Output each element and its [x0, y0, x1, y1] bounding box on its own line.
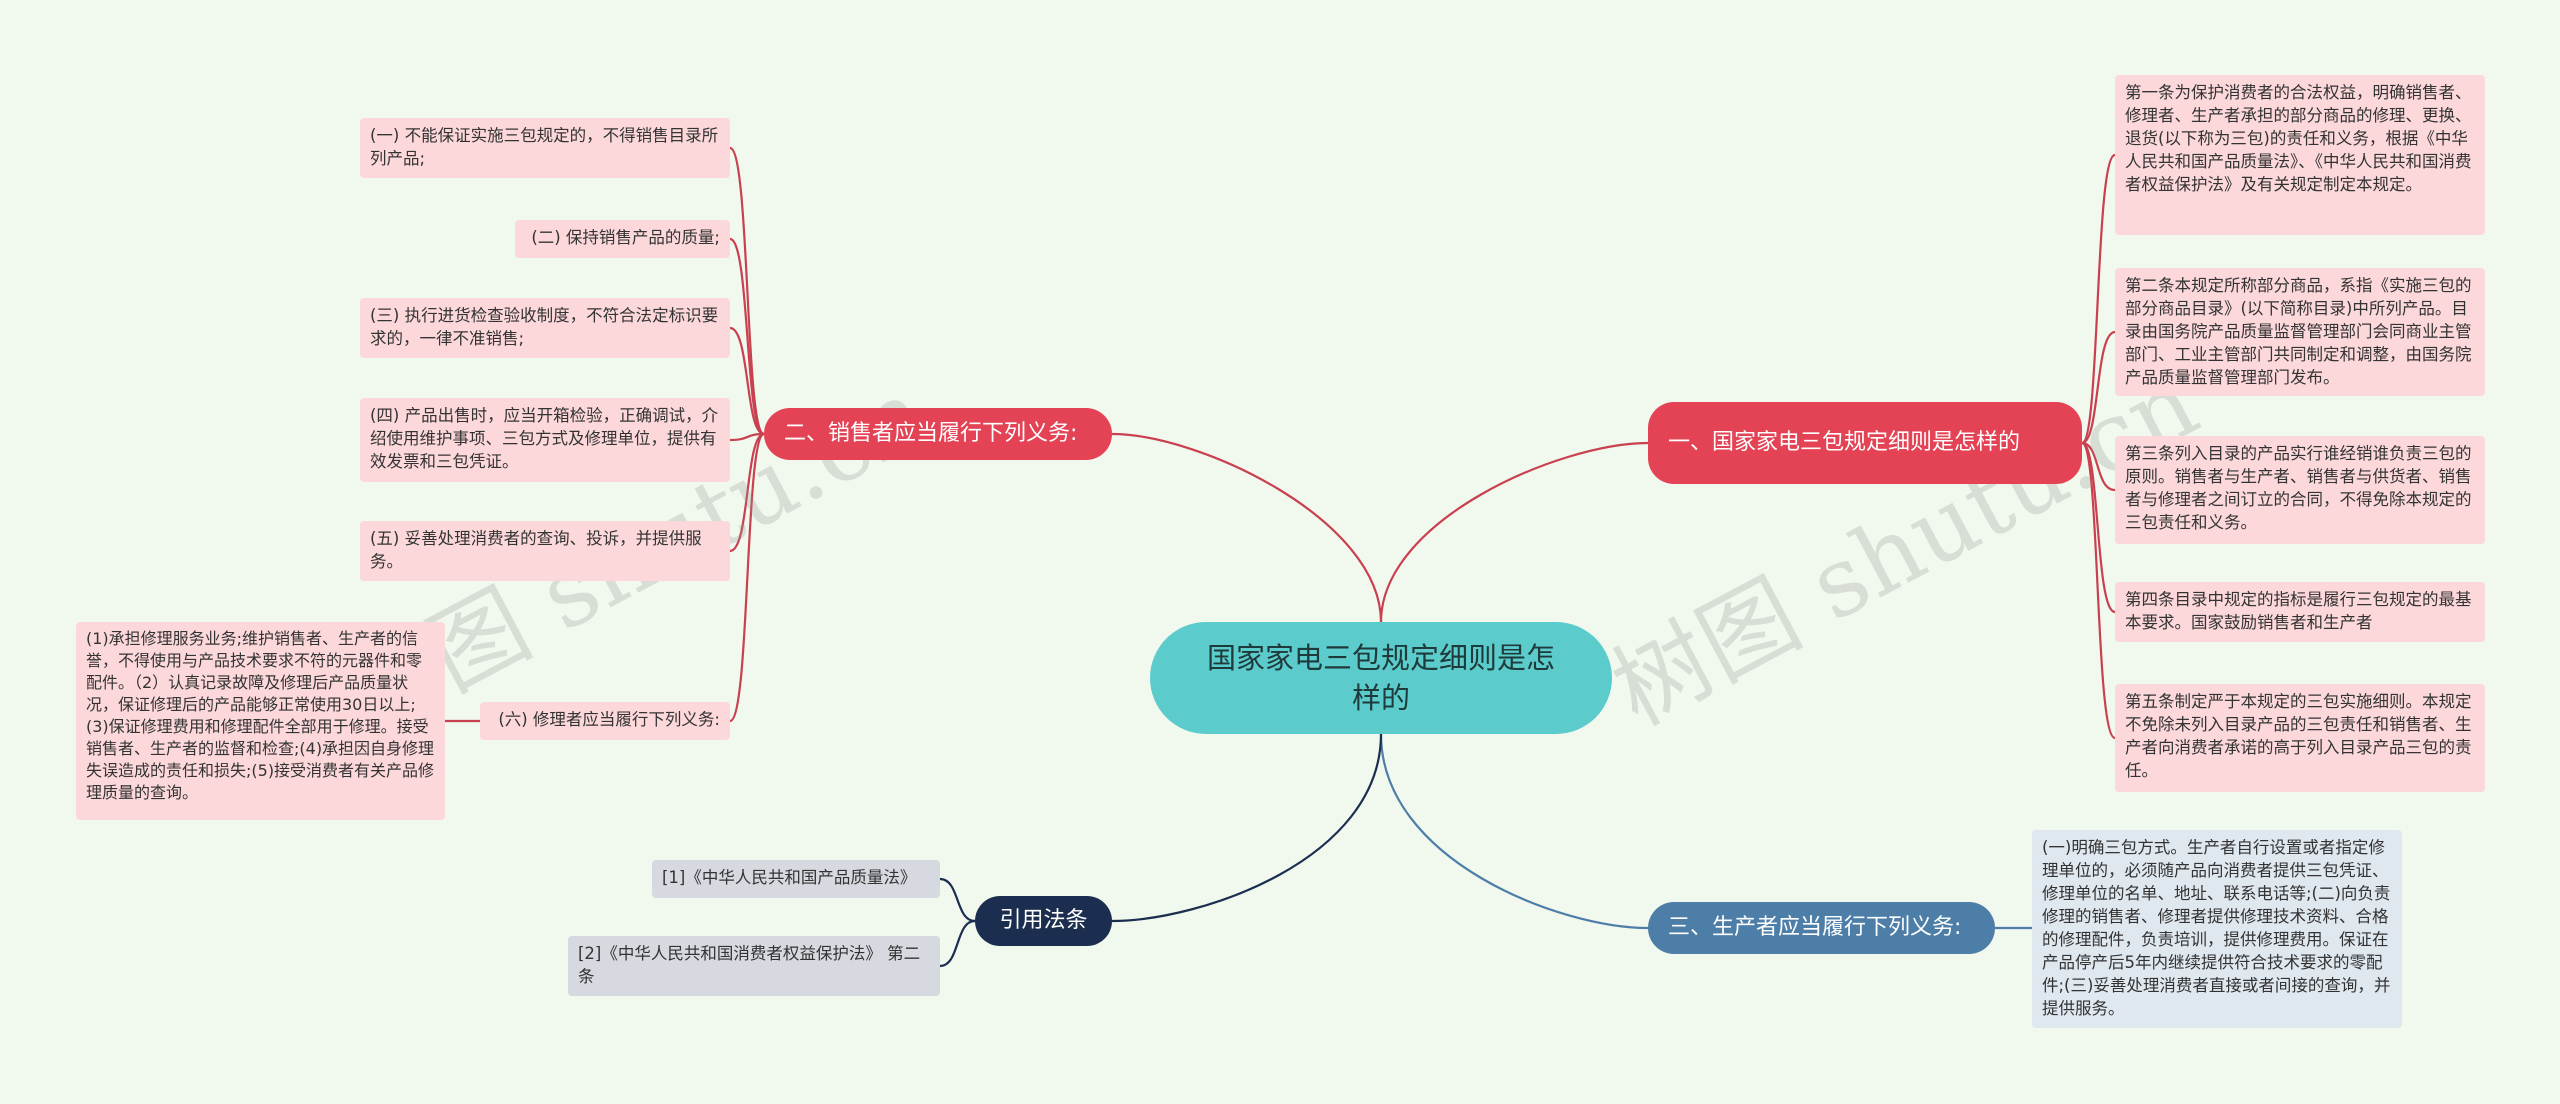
link-b4-leaf2	[939, 919, 976, 968]
link-b4-leaf1	[939, 877, 976, 923]
branch-1-item-5[interactable]: 第五条制定严于本规定的三包实施细则。本规定不免除未列入目录产品的三包责任和销售者…	[2115, 684, 2485, 792]
branch-1-topic[interactable]: 一、国家家电三包规定细则是怎样的	[1648, 402, 2082, 484]
branch-2-item-3[interactable]: (三) 执行进货检查验收制度，不符合法定标识要求的，一律不准销售;	[360, 298, 730, 358]
link-center-branch2	[1111, 432, 1383, 623]
link-b2-leaf4	[729, 432, 765, 442]
link-center-branch1	[1379, 441, 1649, 623]
branch-2-topic[interactable]: 二、销售者应当履行下列义务:	[764, 408, 1112, 460]
link-center-branch3	[1379, 733, 1649, 930]
link-b2-leaf3	[729, 326, 765, 436]
link-b1-leaf2	[2081, 330, 2116, 445]
link-b1-leaf1	[2080, 153, 2117, 445]
link-center-branch4	[1111, 733, 1383, 923]
law-reference-1[interactable]: [1]《中华人民共和国产品质量法》	[652, 860, 940, 898]
branch-2-item-1[interactable]: (一) 不能保证实施三包规定的，不得销售目录所列产品;	[360, 118, 730, 178]
branch-3-item-1[interactable]: (一)明确三包方式。生产者自行设置或者指定修理单位的，必须随产品向消费者提供三包…	[2032, 830, 2402, 1028]
link-b1-leaf4	[2081, 441, 2116, 614]
link-b2-leaf1	[728, 146, 766, 436]
branch-2-item-2[interactable]: (二) 保持销售产品的质量;	[515, 220, 730, 258]
branch-1-item-1[interactable]: 第一条为保护消费者的合法权益，明确销售者、修理者、生产者承担的部分商品的修理、更…	[2115, 75, 2485, 235]
branch-1-item-3[interactable]: 第三条列入目录的产品实行谁经销谁负责三包的原则。销售者与生产者、销售者与供货者、…	[2115, 436, 2485, 544]
link-b2-leaf5	[729, 432, 765, 553]
link-b2-leaf2	[729, 237, 765, 436]
link-b2-leaf6	[728, 432, 766, 723]
branch-1-item-2[interactable]: 第二条本规定所称部分商品，系指《实施三包的部分商品目录》(以下简称目录)中所列产…	[2115, 268, 2485, 396]
branch-2-repair-duties[interactable]: (1)承担修理服务业务;维护销售者、生产者的信誉，不得使用与产品技术要求不符的元…	[76, 622, 445, 820]
branch-2-item-6[interactable]: (六) 修理者应当履行下列义务:	[480, 702, 730, 740]
branch-1-item-4[interactable]: 第四条目录中规定的指标是履行三包规定的最基本要求。国家鼓励销售者和生产者	[2115, 582, 2485, 642]
branch-2-item-4[interactable]: (四) 产品出售时，应当开箱检验，正确调试，介绍使用维护事项、三包方式及修理单位…	[360, 398, 730, 482]
link-b1-leaf5	[2080, 441, 2117, 740]
center-topic[interactable]: 国家家电三包规定细则是怎样的	[1150, 622, 1612, 734]
law-reference-2[interactable]: [2]《中华人民共和国消费者权益保护法》 第二条	[568, 936, 940, 996]
link-b1-leaf3	[2081, 441, 2116, 492]
branch-3-topic[interactable]: 三、生产者应当履行下列义务:	[1648, 902, 1995, 954]
branch-4-topic[interactable]: 引用法条	[975, 896, 1112, 946]
branch-2-item-5[interactable]: (五) 妥善处理消费者的查询、投诉，并提供服务。	[360, 521, 730, 581]
